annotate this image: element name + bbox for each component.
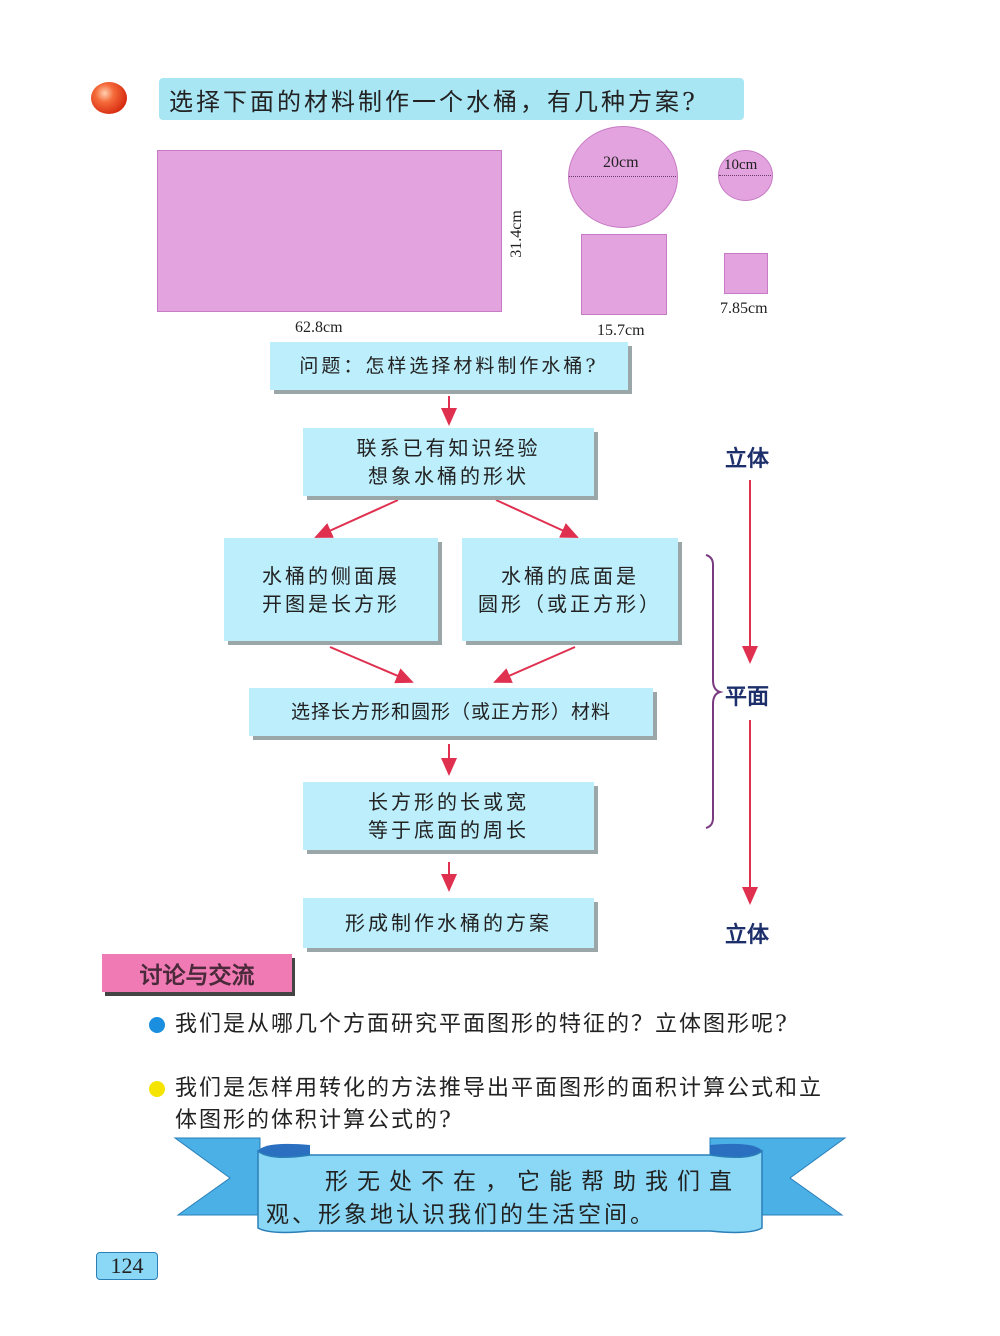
step2-right-line2: 圆形（或正方形） [478,591,662,616]
arrow [495,499,579,538]
big-circle [568,126,678,228]
big-square-label: 15.7cm [597,322,645,339]
small-circle-label: 10cm [724,157,758,173]
discussion-question-2: 我们是怎样用转化的方法推导出平面图形的面积计算公式和立体图形的体积计算公式的? [175,1076,824,1133]
discussion-title: 讨论与交流 [139,963,255,989]
question-banner: 选择下面的材料制作一个水桶，有几种方案? [159,78,744,120]
step5-box: 形成制作水桶的方案 [303,898,594,948]
large-rectangle [157,150,502,312]
step5-text: 形成制作水桶的方案 [345,911,552,935]
step3-text: 选择长方形和圆形（或正方形）材料 [290,701,611,723]
discussion-title-badge: 讨论与交流 [102,954,292,992]
step4-line1: 长方形的长或宽 [368,790,529,814]
yellow-bullet-icon [149,1081,165,1097]
small-circle-diameter-line [719,175,771,176]
brace [705,554,724,829]
arrow [329,646,414,684]
big-square [581,234,667,315]
rect-length-label: 62.8cm [295,319,343,336]
step1-line2: 想象水桶的形状 [368,464,529,488]
step1-box: 联系已有知识经验 想象水桶的形状 [303,428,594,496]
ribbon-line-1: 形无处不在，它能帮助我们直 [325,1169,741,1195]
step2-left-box: 水桶的侧面展 开图是长方形 [224,538,438,641]
step3-box: 选择长方形和圆形（或正方形）材料 [249,688,653,736]
big-circle-diameter-line [569,176,676,177]
step1-line1: 联系已有知识经验 [356,436,541,460]
step4-box: 长方形的长或宽 等于底面的周长 [303,782,594,850]
step4-line2: 等于底面的周长 [368,818,529,842]
arrow [493,646,576,683]
page-number-text: 124 [110,1253,144,1278]
step2-left-line1: 水桶的侧面展 [262,563,400,588]
step2-left-line2: 开图是长方形 [262,591,400,616]
side-label-plane: 平面 [725,685,770,710]
small-square [724,253,768,294]
page-number: 124 [96,1252,158,1280]
side-label-solid-bottom: 立体 [725,923,770,948]
step2-right-line1: 水桶的底面是 [501,563,639,588]
ribbon-banner [173,1137,847,1234]
problem-text: 问题：怎样选择材料制作水桶? [299,355,599,377]
question-text: 选择下面的材料制作一个水桶，有几种方案? [169,87,698,116]
side-label-solid-top: 立体 [725,447,770,472]
small-square-label: 7.85cm [720,300,768,317]
problem-box: 问题：怎样选择材料制作水桶? [270,342,628,390]
red-ball-icon [91,82,127,114]
blue-bullet-icon [149,1017,165,1033]
step2-right-box: 水桶的底面是 圆形（或正方形） [462,538,678,641]
discussion-question-1: 我们是从哪几个方面研究平面图形的特征的？立体图形呢? [175,1012,789,1037]
big-circle-label: 20cm [603,154,639,171]
arrow [314,499,399,538]
ribbon-line-2: 观、形象地认识我们的生活空间。 [266,1202,656,1228]
